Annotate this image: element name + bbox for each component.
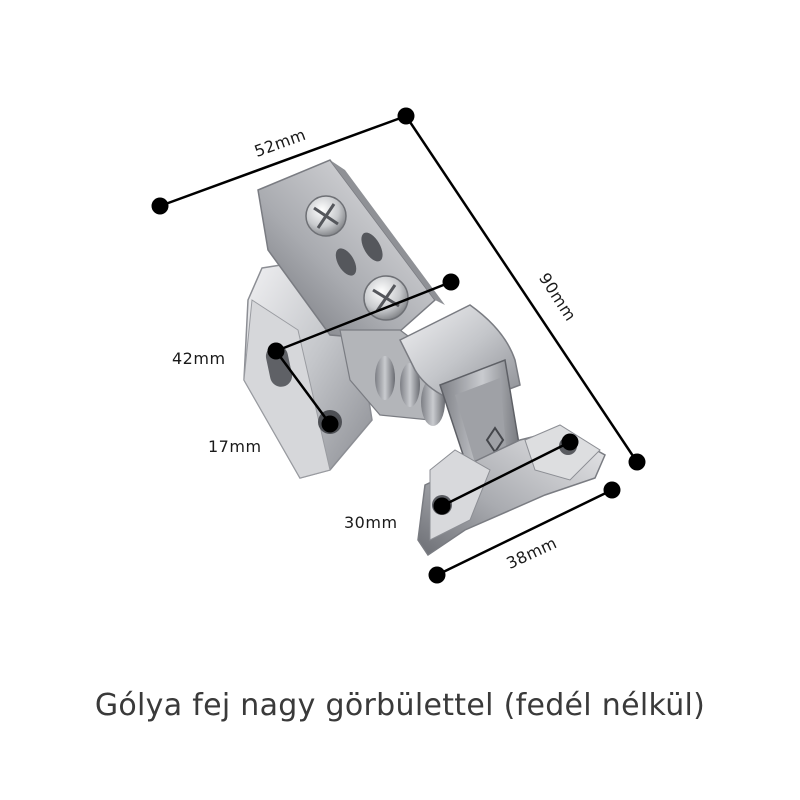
product-caption: Gólya fej nagy görbülettel (fedél nélkül… — [94, 688, 706, 723]
label-90mm: 90mm — [535, 269, 580, 324]
label-30mm: 30mm — [344, 513, 398, 532]
hinge-body — [243, 159, 606, 557]
screw-top — [305, 195, 347, 237]
label-42mm: 42mm — [172, 349, 226, 368]
dimension-lines — [151, 107, 646, 584]
label-17mm: 17mm — [208, 437, 262, 456]
